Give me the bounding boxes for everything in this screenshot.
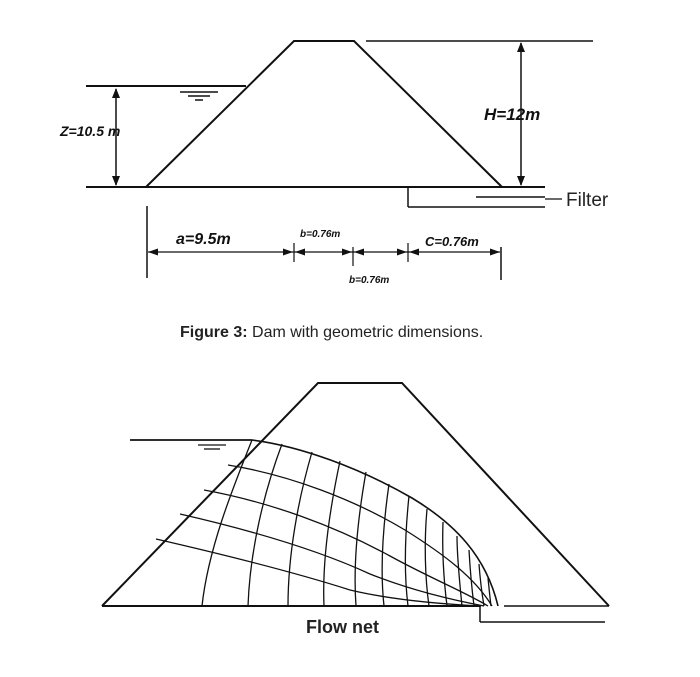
- c-label: C=0.76m: [425, 234, 479, 249]
- horizontal-dimensions: [146, 206, 502, 280]
- water-level-symbol: [180, 91, 218, 101]
- z-dimension: [112, 88, 120, 186]
- caption-prefix: Figure 3:: [180, 324, 248, 341]
- equipotential-lines: [201, 439, 492, 607]
- b-top-label: b=0.76m: [300, 229, 340, 240]
- figure-caption: Figure 3: Dam with geometric dimensions.: [180, 324, 483, 341]
- a-label: a=9.5m: [176, 231, 231, 248]
- flow-net-title: Flow net: [306, 617, 379, 637]
- h-dimension: [366, 40, 593, 186]
- dam-geometry-figure: Filter Z=10.5 m H=12m: [59, 40, 609, 341]
- h-label: H=12m: [484, 105, 540, 124]
- z-label: Z=10.5 m: [59, 123, 120, 139]
- flow-net-water-symbol: [198, 444, 226, 450]
- flow-net-dam-outline: [101, 382, 610, 607]
- filter-label: Filter: [566, 190, 609, 211]
- caption-text: Dam with geometric dimensions.: [248, 324, 484, 341]
- b-bottom-label: b=0.76m: [349, 275, 389, 286]
- flow-net-filter: [479, 605, 609, 623]
- dam-outline: [145, 40, 503, 188]
- filter-drain: [407, 187, 562, 208]
- phreatic-line: [251, 439, 499, 607]
- flow-net-figure: Flow net: [101, 382, 610, 637]
